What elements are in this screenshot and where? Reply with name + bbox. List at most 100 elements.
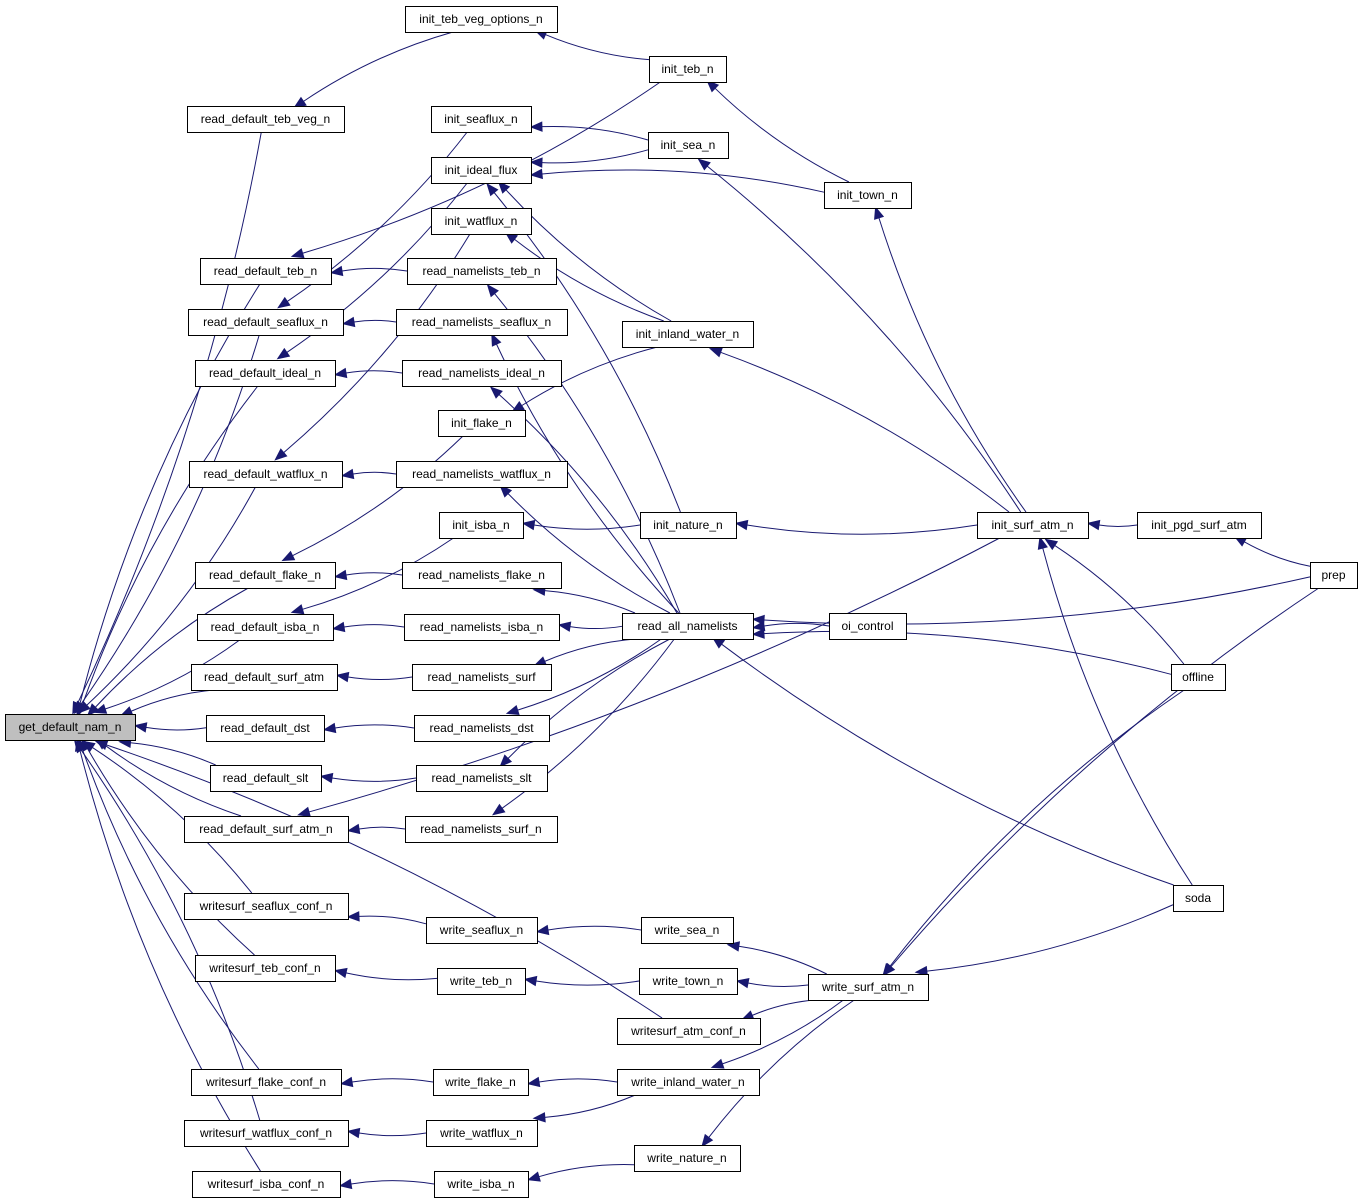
- node-read-default-slt[interactable]: read_default_slt: [210, 765, 322, 792]
- node-write-seaflux-n[interactable]: write_seaflux_n: [426, 917, 538, 944]
- node-read-default-flake-n[interactable]: read_default_flake_n: [195, 562, 336, 589]
- node-init-pgd-surf-atm[interactable]: init_pgd_surf_atm: [1137, 512, 1262, 539]
- node-writesurf-seaflux-conf-n[interactable]: writesurf_seaflux_conf_n: [184, 893, 349, 920]
- node-read-namelists-ideal-n[interactable]: read_namelists_ideal_n: [402, 360, 562, 387]
- node-read-namelists-isba-n[interactable]: read_namelists_isba_n: [404, 614, 560, 641]
- node-read-namelists-dst[interactable]: read_namelists_dst: [414, 715, 550, 742]
- arrowhead-icon: [281, 550, 296, 562]
- node-read-default-teb-n[interactable]: read_default_teb_n: [200, 258, 332, 285]
- node-label: init_seaflux_n: [444, 112, 517, 126]
- node-write-watflux-n[interactable]: write_watflux_n: [426, 1120, 538, 1147]
- node-write-nature-n[interactable]: write_nature_n: [634, 1145, 741, 1172]
- node-read-namelists-slt[interactable]: read_namelists_slt: [416, 765, 548, 792]
- call-edge: [532, 585, 636, 614]
- edge-line: [341, 267, 408, 272]
- node-init-teb-n[interactable]: init_teb_n: [649, 56, 727, 83]
- node-write-flake-n[interactable]: write_flake_n: [433, 1069, 529, 1096]
- arrowhead-icon: [338, 1178, 353, 1190]
- node-init-nature-n[interactable]: init_nature_n: [640, 512, 737, 539]
- node-init-isba-n[interactable]: init_isba_n: [439, 512, 524, 539]
- arrowhead-icon: [1037, 536, 1048, 550]
- call-edge: [93, 639, 240, 714]
- node-label: read_default_watflux_n: [203, 467, 327, 481]
- edge-line: [538, 1078, 618, 1083]
- node-read-default-seaflux-n[interactable]: read_default_seaflux_n: [188, 309, 344, 336]
- node-soda[interactable]: soda: [1173, 885, 1224, 912]
- arrowhead-icon: [333, 967, 348, 979]
- node-box: [431, 208, 532, 235]
- call-edge: [882, 689, 1185, 977]
- node-read-namelists-surf-n[interactable]: read_namelists_surf_n: [405, 816, 558, 843]
- node-writesurf-watflux-conf-n[interactable]: writesurf_watflux_conf_n: [184, 1120, 349, 1147]
- node-read-default-surf-atm[interactable]: read_default_surf_atm: [191, 664, 338, 691]
- node-init-town-n[interactable]: init_town_n: [824, 182, 912, 209]
- node-write-inland-water-n[interactable]: write_inland_water_n: [617, 1069, 760, 1096]
- node-read-namelists-teb-n[interactable]: read_namelists_teb_n: [407, 258, 557, 285]
- node-box: [404, 614, 560, 641]
- node-writesurf-flake-conf-n[interactable]: writesurf_flake_conf_n: [191, 1069, 342, 1096]
- edge-line: [94, 587, 249, 708]
- node-read-default-surf-atm-n[interactable]: read_default_surf_atm_n: [184, 816, 349, 843]
- node-read-namelists-flake-n[interactable]: read_namelists_flake_n: [402, 562, 562, 589]
- node-init-watflux-n[interactable]: init_watflux_n: [431, 208, 532, 235]
- node-writesurf-atm-conf-n[interactable]: writesurf_atm_conf_n: [617, 1018, 761, 1045]
- node-init-sea-n[interactable]: init_sea_n: [648, 132, 729, 159]
- node-init-teb-veg-options-n[interactable]: init_teb_veg_options_n: [405, 6, 558, 33]
- node-read-default-teb-veg-n[interactable]: read_default_teb_veg_n: [187, 106, 345, 133]
- call-edge: [882, 587, 1320, 977]
- arrowhead-icon: [521, 519, 536, 531]
- node-write-isba-n[interactable]: write_isba_n: [434, 1171, 529, 1198]
- node-init-inland-water-n[interactable]: init_inland_water_n: [622, 321, 754, 348]
- node-box: [407, 258, 557, 285]
- node-offline[interactable]: offline: [1171, 664, 1226, 691]
- call-edge: [290, 537, 454, 615]
- node-init-flake-n[interactable]: init_flake_n: [438, 410, 526, 437]
- node-writesurf-teb-conf-n[interactable]: writesurf_teb_conf_n: [195, 955, 336, 982]
- edge-line: [722, 999, 844, 1065]
- node-read-namelists-watflux-n[interactable]: read_namelists_watflux_n: [396, 461, 568, 488]
- node-write-teb-n[interactable]: write_teb_n: [437, 968, 526, 995]
- node-label: write_surf_atm_n: [821, 980, 914, 994]
- node-write-town-n[interactable]: write_town_n: [639, 968, 738, 995]
- node-box: [405, 6, 558, 33]
- arrowhead-icon: [322, 722, 337, 734]
- node-read-default-watflux-n[interactable]: read_default_watflux_n: [189, 461, 343, 488]
- node-box: [189, 461, 343, 488]
- call-edge: [735, 977, 809, 989]
- node-oi-control[interactable]: oi_control: [829, 613, 907, 640]
- arrowhead-icon: [532, 1112, 546, 1123]
- root-node-get-default-nam-n[interactable]: get_default_nam_n: [5, 714, 136, 741]
- node-box: [197, 614, 334, 641]
- node-label: read_namelists_seaflux_n: [412, 315, 551, 329]
- call-edge: [333, 367, 403, 379]
- node-read-namelists-surf[interactable]: read_namelists_surf: [412, 664, 552, 691]
- edge-line: [353, 319, 397, 323]
- edge-line: [104, 639, 240, 710]
- call-edge: [1086, 519, 1138, 531]
- node-read-namelists-seaflux-n[interactable]: read_namelists_seaflux_n: [396, 309, 568, 336]
- node-write-surf-atm-n[interactable]: write_surf_atm_n: [808, 974, 929, 1001]
- node-box: [416, 765, 548, 792]
- node-init-ideal-flux[interactable]: init_ideal_flux: [431, 157, 532, 184]
- node-read-all-namelists[interactable]: read_all_namelists: [622, 613, 754, 640]
- node-read-default-dst[interactable]: read_default_dst: [206, 715, 325, 742]
- edge-line: [81, 385, 259, 705]
- node-label: read_default_teb_n: [214, 264, 317, 278]
- node-label: writesurf_watflux_conf_n: [199, 1126, 332, 1140]
- node-label: read_namelists_ideal_n: [418, 366, 545, 380]
- node-writesurf-isba-conf-n[interactable]: writesurf_isba_conf_n: [192, 1171, 341, 1198]
- node-read-default-isba-n[interactable]: read_default_isba_n: [197, 614, 334, 641]
- arrowhead-icon: [486, 283, 499, 298]
- edge-line: [358, 915, 427, 925]
- node-init-seaflux-n[interactable]: init_seaflux_n: [431, 106, 532, 133]
- call-edge: [94, 740, 663, 1019]
- node-prep[interactable]: prep: [1310, 562, 1358, 589]
- node-label: init_isba_n: [452, 518, 509, 532]
- node-init-surf-atm-n[interactable]: init_surf_atm_n: [977, 512, 1089, 539]
- node-label: writesurf_teb_conf_n: [208, 961, 320, 975]
- node-label: write_town_n: [652, 974, 724, 988]
- node-read-default-ideal-n[interactable]: read_default_ideal_n: [195, 360, 336, 387]
- node-label: read_namelists_slt: [431, 771, 532, 785]
- node-write-sea-n[interactable]: write_sea_n: [641, 917, 734, 944]
